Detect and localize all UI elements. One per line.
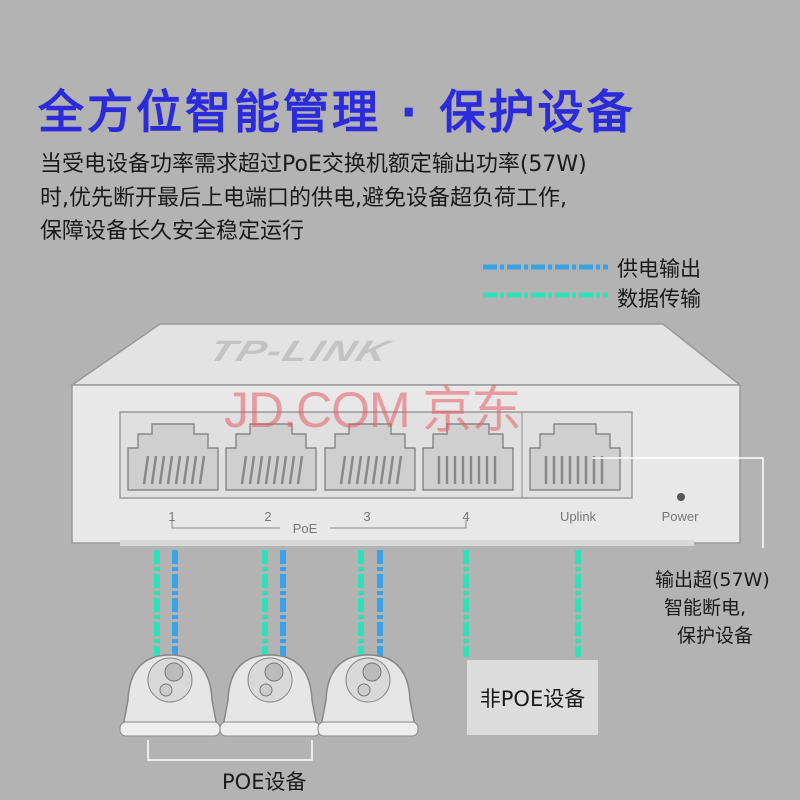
ethernet-port xyxy=(324,423,416,491)
legend-swatches xyxy=(483,264,608,298)
description-line: 时,优先断开最后上电端口的供电,避免设备超负荷工作, xyxy=(40,186,567,211)
port-label-2: 2 xyxy=(264,509,272,524)
brand-logo: TP-LINK xyxy=(204,334,396,368)
non-poe-device: 非POE设备 xyxy=(467,660,598,735)
dome-camera xyxy=(317,654,419,737)
callout-line-1: 输出超(57W) xyxy=(655,569,770,591)
switch-base xyxy=(120,540,694,546)
poe-bracket xyxy=(171,520,280,529)
watermark: JD.COM 京东 xyxy=(224,382,522,438)
legend-data-label: 数据传输 xyxy=(617,287,701,311)
description-line: 当受电设备功率需求超过PoE交换机额定输出功率(57W) xyxy=(40,152,587,177)
description-line: 保障设备长久安全稳定运行 xyxy=(40,219,305,244)
poe-devices-label: POE设备 xyxy=(222,770,307,794)
power-led xyxy=(677,493,685,501)
ethernet-port xyxy=(422,423,514,491)
callout-line xyxy=(592,457,764,548)
ethernet-port xyxy=(127,423,219,491)
dome-camera xyxy=(219,654,321,737)
poe-group-label: PoE xyxy=(288,521,322,536)
ethernet-port xyxy=(529,423,621,491)
port-label-uplink: Uplink xyxy=(559,509,597,524)
callout-line-2: 智能断电, xyxy=(664,597,747,619)
port-label-1: 1 xyxy=(168,509,176,524)
legend-power-label: 供电输出 xyxy=(617,257,701,281)
callout-line-3: 保护设备 xyxy=(677,625,754,647)
ethernet-port xyxy=(225,423,317,491)
poe-devices-bracket xyxy=(147,740,313,761)
dome-camera xyxy=(119,654,221,737)
page-title: 全方位智能管理 · 保护设备 xyxy=(38,85,636,139)
port-label-4: 4 xyxy=(462,509,470,524)
port-label-3: 3 xyxy=(363,509,371,524)
power-label: Power xyxy=(661,509,699,524)
